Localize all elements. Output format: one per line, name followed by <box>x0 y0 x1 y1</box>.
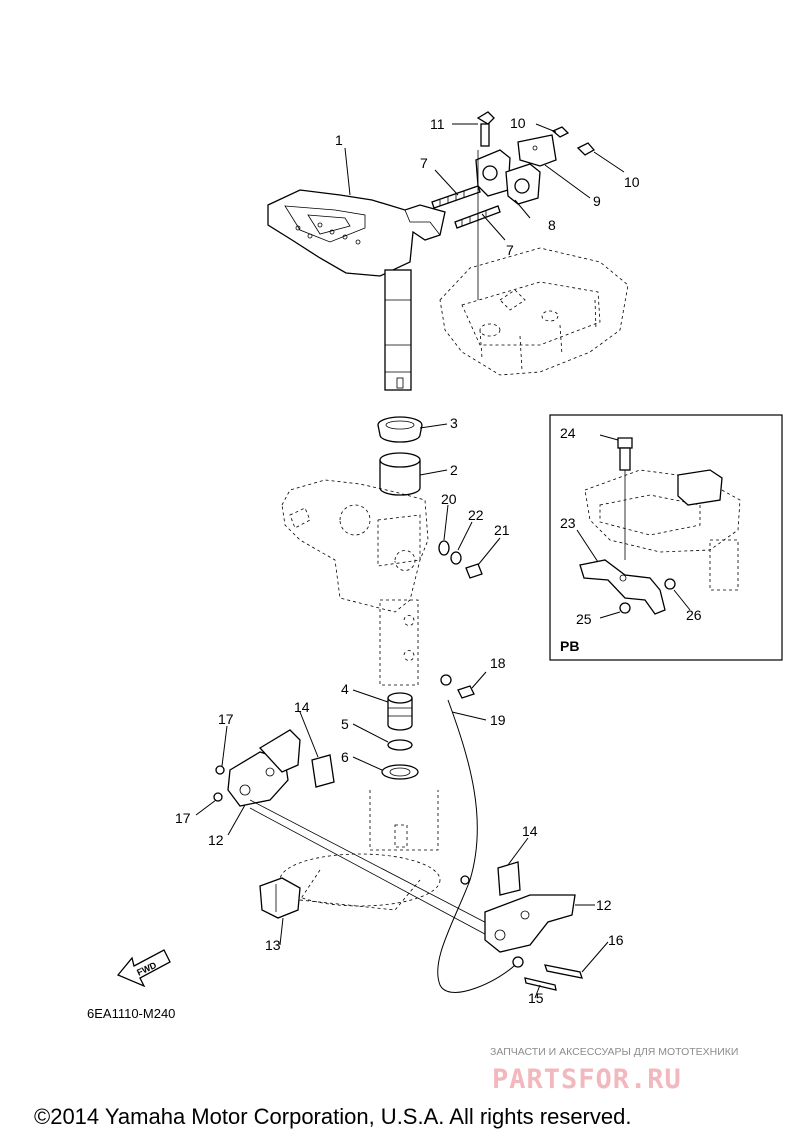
label-part-5: 5 <box>341 716 349 732</box>
fwd-arrow-icon: FWD <box>116 949 171 988</box>
watermark-caption: ЗАПЧАСТИ И АКСЕССУАРЫ ДЛЯ МОТОТЕХНИКИ <box>490 1046 738 1058</box>
label-part-12a: 12 <box>208 832 224 848</box>
label-part-2: 2 <box>450 462 458 478</box>
label-part-12b: 12 <box>596 897 612 913</box>
label-part-4: 4 <box>341 681 349 697</box>
label-part-24: 24 <box>560 425 576 441</box>
label-part-20: 20 <box>441 491 457 507</box>
mount-assembly <box>475 111 596 205</box>
stud-bolts <box>431 185 501 229</box>
label-part-22: 22 <box>468 507 484 523</box>
label-part-9: 9 <box>593 193 601 209</box>
steering-bracket <box>267 189 446 391</box>
ground-lead <box>437 674 524 993</box>
label-part-21: 21 <box>494 522 510 538</box>
label-part-6: 6 <box>341 749 349 765</box>
grease-nipple-set <box>438 540 483 579</box>
label-part-1: 1 <box>335 132 343 148</box>
label-part-26: 26 <box>686 607 702 623</box>
label-part-25: 25 <box>576 611 592 627</box>
label-part-19: 19 <box>490 712 506 728</box>
label-part-16: 16 <box>608 932 624 948</box>
label-part-23: 23 <box>560 515 576 531</box>
label-part-17a: 17 <box>218 711 234 727</box>
clamp-base-context <box>279 790 441 911</box>
label-part-8: 8 <box>548 217 556 233</box>
lower-bushings <box>381 692 419 780</box>
label-part-7b: 7 <box>506 242 514 258</box>
part-labels: 1 7 7 8 9 10 10 11 3 2 20 22 21 18 19 4 … <box>175 115 640 1006</box>
inset-pb: 24 23 25 26 PB <box>549 414 783 661</box>
label-part-17b: 17 <box>175 810 191 826</box>
label-part-14b: 14 <box>522 823 538 839</box>
swivel-bracket-context <box>281 479 429 686</box>
label-part-11: 11 <box>430 116 445 132</box>
label-part-15: 15 <box>528 990 544 1006</box>
label-part-14a: 14 <box>294 699 310 715</box>
inset-frame <box>549 414 783 661</box>
label-part-10b: 10 <box>624 174 640 190</box>
lower-hardware <box>213 729 583 991</box>
inset-label: PB <box>560 638 579 654</box>
diagram-code: 6EA1110-M240 <box>87 1006 175 1021</box>
watermark-brand: PARTSFOR.RU <box>492 1064 682 1095</box>
label-part-13: 13 <box>265 937 281 953</box>
cowling-context <box>439 247 629 376</box>
label-part-7a: 7 <box>420 155 428 171</box>
copyright-notice: ©2014 Yamaha Motor Corporation, U.S.A. A… <box>34 1104 631 1129</box>
bushings <box>377 416 423 496</box>
leader-lines <box>195 123 625 999</box>
label-part-10a: 10 <box>510 115 526 131</box>
label-part-3: 3 <box>450 415 458 431</box>
label-part-18: 18 <box>490 655 506 671</box>
